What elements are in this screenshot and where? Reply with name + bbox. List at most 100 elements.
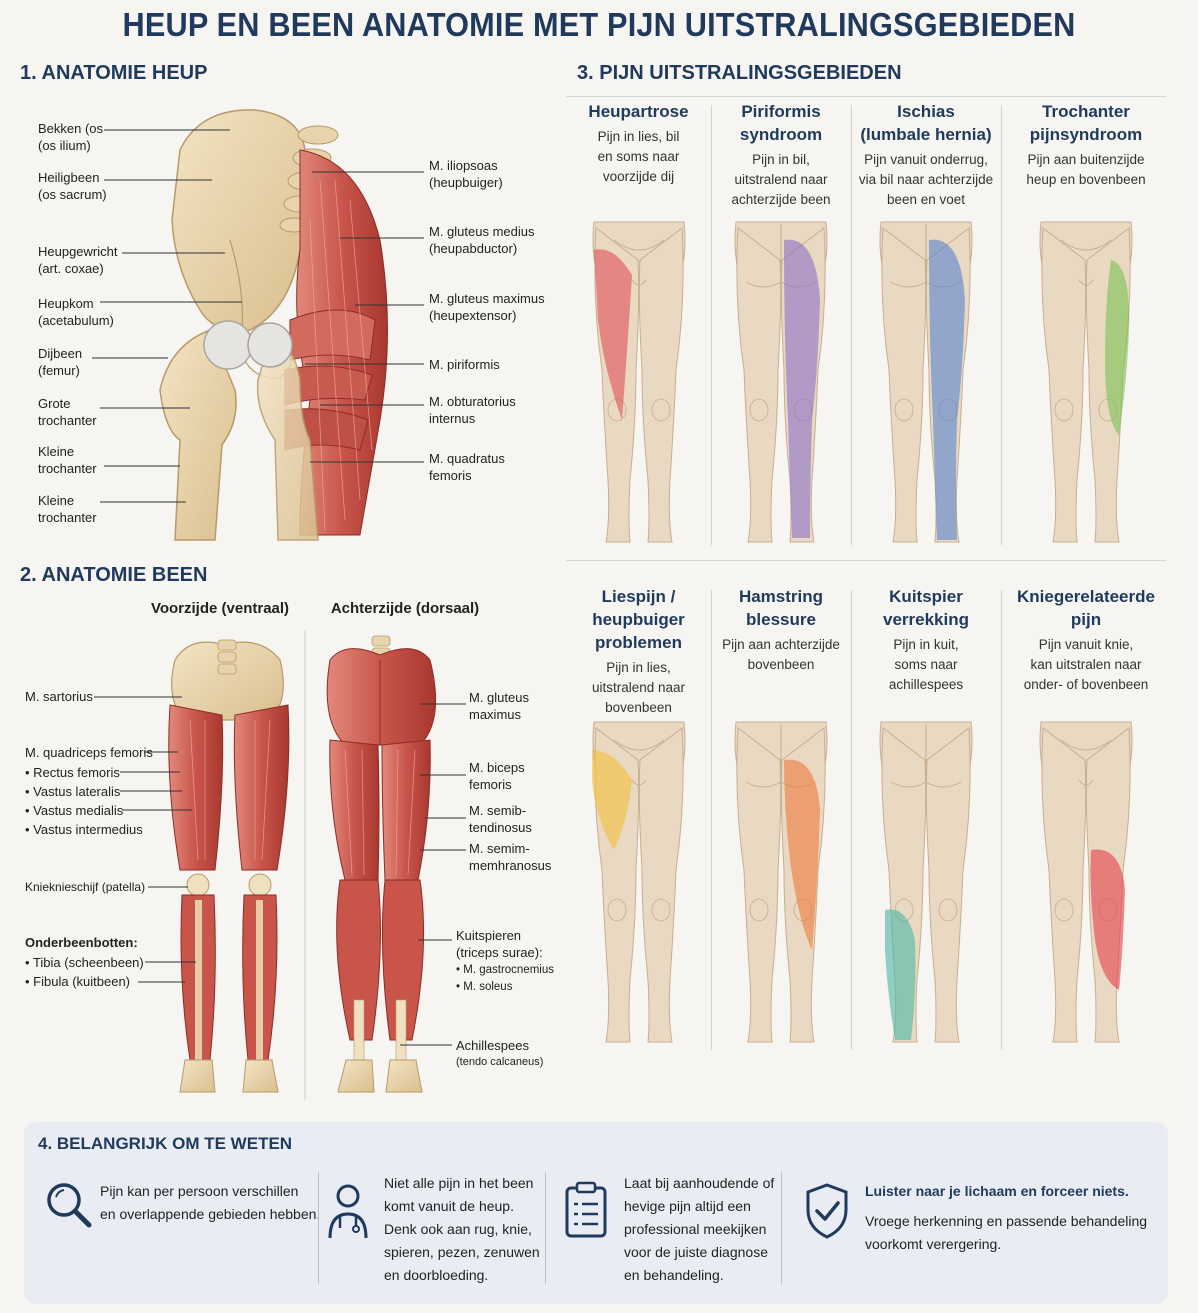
section-number: 3. bbox=[577, 62, 594, 84]
section-number: 2. bbox=[20, 564, 37, 586]
label-quad-vastus-lateralis: • Vastus lateralis bbox=[25, 784, 121, 799]
panel-divider bbox=[1001, 105, 1002, 545]
shield-check-icon bbox=[806, 1183, 848, 1239]
pain-zone bbox=[784, 759, 820, 950]
page-title: HEUP EN BEEN ANATOMIE MET PIJN UITSTRALI… bbox=[122, 6, 1076, 43]
clipboard-icon bbox=[565, 1181, 607, 1238]
label-patella: Knieknieschijf (patella) bbox=[25, 880, 146, 894]
pain-zone bbox=[885, 909, 916, 1040]
label-sartorius: M. sartorius bbox=[25, 689, 93, 704]
info-divider bbox=[545, 1172, 546, 1284]
pain-panel-figure bbox=[1039, 721, 1133, 1043]
pain-panel-figure bbox=[734, 221, 828, 543]
section-title: PIJN UITSTRALINGSGEBIEDEN bbox=[599, 62, 902, 84]
label-quadriceps: M. quadriceps femoris bbox=[25, 745, 153, 760]
panel-row-divider bbox=[566, 96, 1166, 97]
pain-zone bbox=[1105, 260, 1130, 435]
label-quad-vastus-intermedius: • Vastus intermedius bbox=[25, 822, 143, 837]
leg-back-view bbox=[326, 635, 437, 1093]
leg-anatomy-illustration bbox=[94, 630, 466, 1100]
label-quad-rectus: • Rectus femoris bbox=[25, 765, 120, 780]
pain-panel-figure bbox=[879, 721, 973, 1043]
leg-front-view bbox=[168, 639, 290, 1093]
label-achilles: Achillespees(tendo calcaneus) bbox=[456, 1038, 544, 1068]
label-calf-muscles: Kuitspieren(triceps surae): bbox=[456, 928, 543, 960]
magnifier-icon bbox=[47, 1183, 92, 1228]
panel-divider bbox=[851, 590, 852, 1050]
label-soleus: • M. soleus bbox=[456, 981, 513, 993]
back-view-title: Achterzijde (dorsaal) bbox=[330, 600, 480, 617]
label-fibula: • Fibula (kuitbeen) bbox=[25, 974, 130, 989]
label-femur: Dijbeen(femur) bbox=[38, 346, 83, 378]
front-view-title: Voorzijde (ventraal) bbox=[150, 600, 290, 617]
label-iliopsoas: M. iliopsoas(heupbuiger) bbox=[429, 158, 503, 190]
label-gluteus-maximus: M. gluteus maximus(heupextensor) bbox=[429, 291, 545, 323]
label-semimembranosus: M. semim-memhranosus bbox=[469, 841, 552, 873]
label-gastrocnemius: • M. gastrocnemius bbox=[456, 964, 554, 976]
section-pain-areas-heading: 3. PIJN UITSTRALINGSGEBIEDEN bbox=[577, 62, 902, 85]
panel-divider bbox=[711, 590, 712, 1050]
label-hip-joint: Heupgewricht(art. coxae) bbox=[38, 244, 118, 276]
pain-panel-title: Heupartrose bbox=[588, 102, 689, 121]
pain-zone bbox=[929, 239, 965, 540]
label-tibia: • Tibia (scheenbeen) bbox=[25, 955, 144, 970]
label-lower-leg-bones: Onderbeenbotten: bbox=[25, 935, 138, 950]
doctor-icon bbox=[328, 1184, 368, 1239]
pain-zone bbox=[593, 249, 632, 420]
info-heading: 4. BELANGRIJK OM TE WETEN bbox=[38, 1134, 293, 1153]
hip-anatomy-illustration bbox=[92, 109, 424, 541]
panel-divider bbox=[1001, 590, 1002, 1050]
pain-panel-figure bbox=[591, 721, 685, 1043]
label-acetabulum: Heupkom(acetabulum) bbox=[38, 296, 114, 328]
panel-row-divider bbox=[566, 560, 1166, 561]
panel-divider bbox=[711, 105, 712, 545]
label-sacrum: Heiligbeen(os sacrum) bbox=[38, 170, 107, 202]
section-number: 1. bbox=[20, 62, 37, 84]
info-divider bbox=[781, 1172, 782, 1284]
pain-panel-description: Pijn vanuit onderrug,via bil naar achter… bbox=[858, 152, 994, 207]
pain-panel-figure bbox=[734, 721, 828, 1043]
label-pelvis: Bekken (os(os ilium) bbox=[38, 121, 104, 153]
pain-panel-figure bbox=[879, 221, 973, 543]
label-quad-vastus-medialis: • Vastus medialis bbox=[25, 803, 124, 818]
label-piriformis: M. piriformis bbox=[429, 357, 500, 372]
label-semitendinosus: M. semib-tendinosus bbox=[469, 803, 532, 835]
pain-zone bbox=[591, 750, 632, 850]
info-divider bbox=[318, 1172, 319, 1284]
pain-panel-title: Ischias(lumbale hernia) bbox=[860, 102, 992, 144]
section-title: ANATOMIE BEEN bbox=[41, 564, 208, 586]
pain-panel-figure bbox=[1039, 221, 1133, 543]
info-item-4-text: Vroege herkenning en passende behandelin… bbox=[865, 1213, 1148, 1252]
panel-divider bbox=[851, 105, 852, 545]
section-title: ANATOMIE HEUP bbox=[41, 62, 208, 84]
label-gluteus-medius: M. gluteus medius(heupabductor) bbox=[429, 224, 535, 256]
section-leg-anatomy-heading: 2. ANATOMIE BEEN bbox=[20, 564, 207, 587]
pain-zone bbox=[1090, 849, 1125, 990]
section-hip-anatomy-heading: 1. ANATOMIE HEUP bbox=[20, 62, 207, 85]
info-item-4-headline: Luister naar je lichaam en forceer niets… bbox=[865, 1183, 1129, 1199]
pain-panel-figure bbox=[592, 221, 685, 543]
